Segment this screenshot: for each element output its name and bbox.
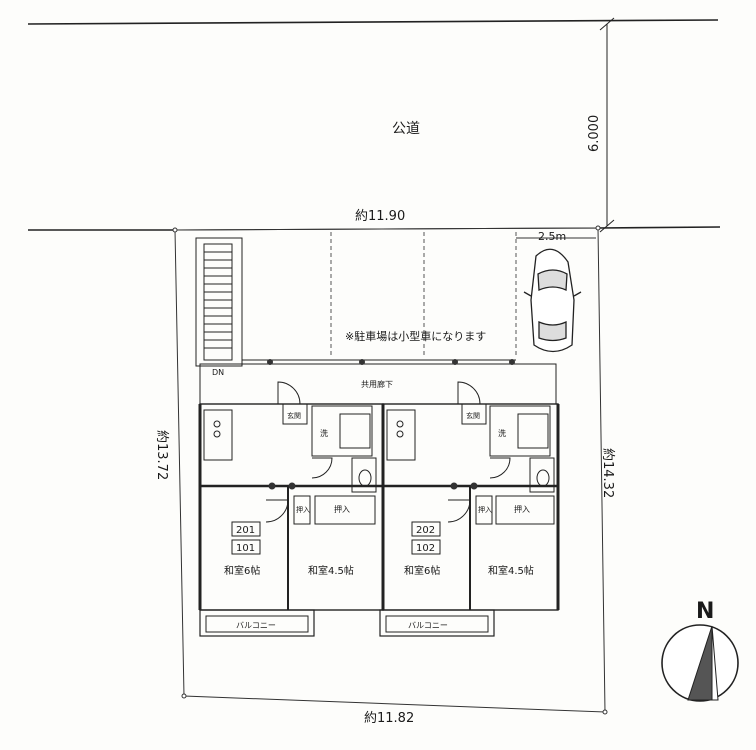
- building: DN 共用廊下: [195, 237, 560, 637]
- unit-a-balcony: バルコニー: [236, 621, 276, 630]
- unit-b-oshiire: 押入: [478, 505, 492, 514]
- top-width-label: 約11.90: [355, 209, 405, 224]
- corridor-doors: [277, 381, 481, 405]
- unit-a-genkan: 玄関: [287, 411, 301, 420]
- road-width-dimension: [599, 17, 615, 233]
- unit-b-washitsu-small: 和室4.5帖: [488, 564, 534, 577]
- unit-a-oshiire2: 押入: [334, 504, 350, 514]
- right-depth-label: 約14.32: [600, 448, 615, 498]
- unit-a-washitsu-small: 和室4.5帖: [308, 564, 354, 577]
- unit-b-room-upper: 202: [416, 525, 435, 536]
- unit-a-senmen: 洗: [320, 428, 328, 438]
- road-label: 公道: [392, 121, 420, 137]
- unit-b-balcony: バルコニー: [408, 621, 448, 630]
- left-depth-label: 約13.72: [154, 430, 169, 480]
- unit-b-genkan: 玄関: [466, 411, 480, 420]
- bottom-width-label: 約11.82: [364, 711, 414, 726]
- unit-b-oshiire2: 押入: [514, 504, 530, 514]
- stair-dn-label: DN: [212, 368, 224, 377]
- unit-b: [379, 403, 560, 637]
- unit-b-posts: [450, 482, 478, 490]
- parking-note: ※駐車場は小型車になります: [345, 329, 486, 343]
- unit-b-senmen: 洗: [498, 428, 506, 438]
- lot-corners: [172, 225, 608, 715]
- outdoor-stair: [195, 237, 243, 367]
- unit-b-washitsu-large: 和室6帖: [404, 564, 440, 577]
- public-road: [27, 19, 721, 231]
- north-label: N: [696, 599, 714, 624]
- unit-b-room-lower: 102: [416, 543, 435, 554]
- car-icon: [523, 248, 582, 353]
- corridor-label: 共用廊下: [361, 379, 393, 389]
- railing-posts: [267, 359, 515, 365]
- unit-a-room-lower: 101: [236, 543, 255, 554]
- road-width-label: 6.000: [587, 115, 602, 152]
- unit-a-posts: [268, 482, 296, 490]
- north-compass-icon: [661, 624, 739, 702]
- unit-a: [198, 403, 385, 637]
- unit-a-oshiire: 押入: [296, 505, 310, 514]
- unit-a-washitsu-large: 和室6帖: [224, 564, 260, 577]
- parking-width-label: 2.5m: [538, 230, 566, 243]
- unit-a-room-upper: 201: [236, 525, 255, 536]
